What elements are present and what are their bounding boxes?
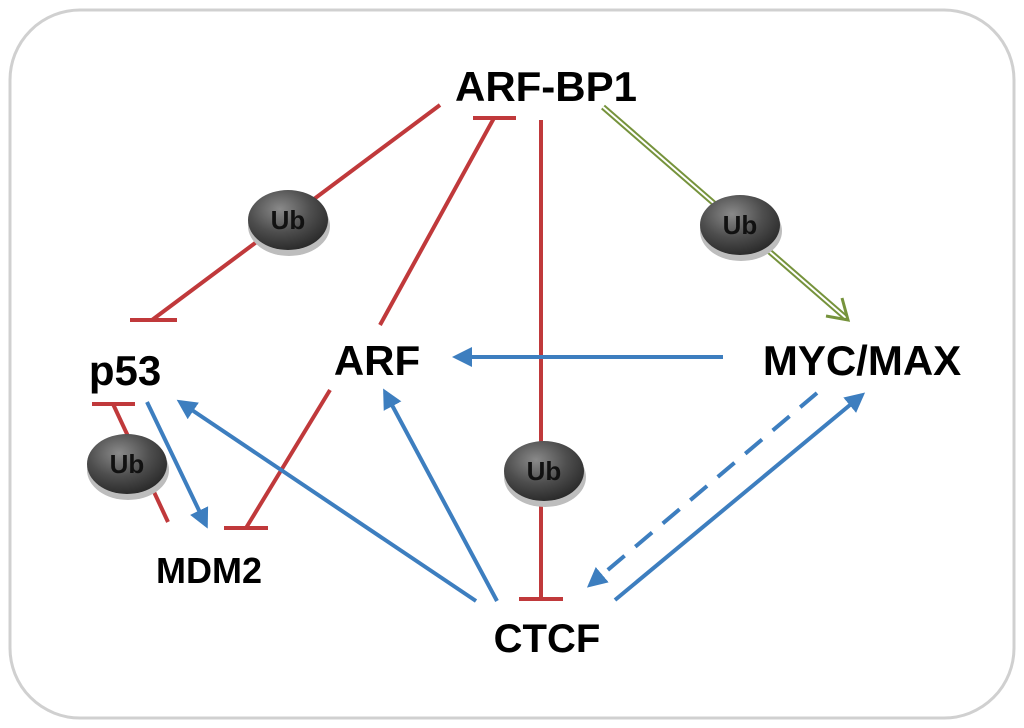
edge-mycmax-activates-ctcf-dashed	[586, 391, 819, 588]
ub-badge-arfbp1-ctcf: Ub	[504, 441, 586, 507]
edge-arf-inhibits-arfbp1	[378, 116, 516, 326]
ub-label: Ub	[527, 456, 562, 486]
edge-arfbp1-inhibits-ctcf	[519, 120, 563, 601]
ub-badge-arfbp1-p53: Ub	[248, 190, 330, 256]
ub-badge-arfbp1-mycmax: Ub	[700, 195, 782, 261]
node-arf: ARF	[334, 337, 420, 384]
node-ctcf: CTCF	[494, 617, 601, 661]
node-p53: p53	[89, 347, 161, 394]
diagram-frame	[8, 8, 1016, 720]
edge-ctcf-activates-mycmax	[613, 392, 866, 602]
edge-ctcf-activates-arf	[383, 388, 499, 602]
ub-label: Ub	[110, 449, 145, 479]
node-myc-max: MYC/MAX	[763, 337, 961, 384]
ub-label: Ub	[723, 210, 758, 240]
node-arf-bp1: ARF-BP1	[455, 63, 637, 110]
edge-arf-inhibits-mdm2	[224, 388, 332, 530]
edge-p53-activates-mdm2	[145, 401, 209, 529]
ub-label: Ub	[271, 205, 306, 235]
ub-badge-mdm2-p53: Ub	[87, 434, 169, 500]
node-mdm2: MDM2	[156, 550, 262, 591]
edge-ctcf-activates-p53	[176, 399, 478, 603]
